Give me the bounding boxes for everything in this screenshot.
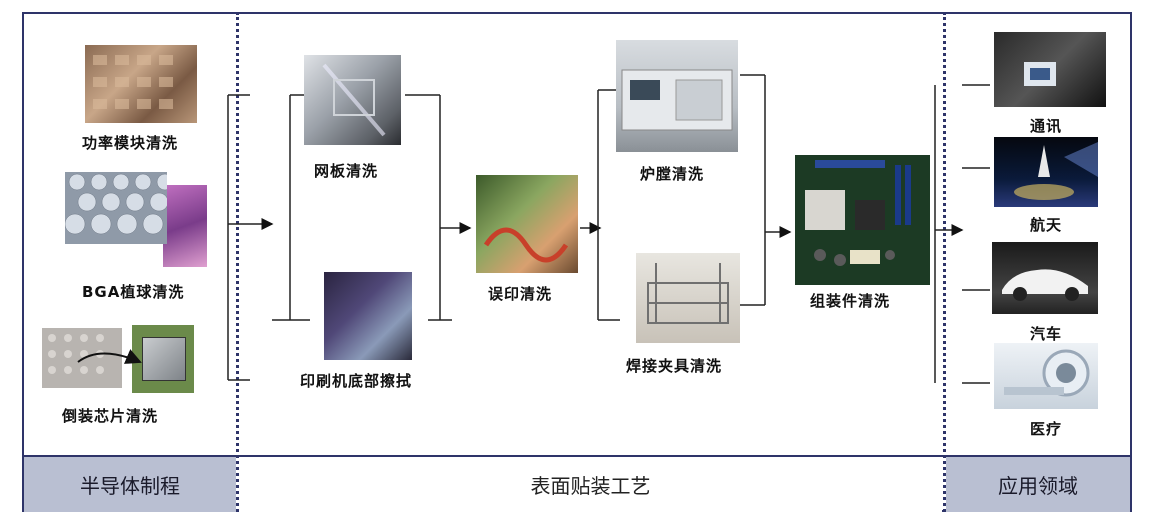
fixture-photo-icon <box>636 253 740 343</box>
separator-right <box>943 12 946 512</box>
footer-applications: 应用领域 <box>946 457 1130 512</box>
flip-chip-photo-icon <box>132 325 194 393</box>
flip-chip-bumps-photo-icon <box>42 328 122 388</box>
separator-left <box>236 12 239 512</box>
communication-label: 通讯 <box>1030 117 1063 135</box>
communication-photo-icon <box>994 32 1106 107</box>
power-module-photo-icon <box>85 45 197 123</box>
automotive-photo-icon <box>992 242 1098 314</box>
power-module-label: 功率模块清洗 <box>82 134 179 152</box>
footer-divider <box>22 455 1132 457</box>
flip-chip-label: 倒装芯片清洗 <box>62 407 159 425</box>
assembly-label: 组装件清洗 <box>810 292 891 310</box>
bga-ball-photo-icon <box>65 172 167 244</box>
assembly-board-photo-icon <box>795 155 930 285</box>
aerospace-photo-icon <box>994 137 1098 207</box>
aerospace-label: 航天 <box>1030 216 1063 234</box>
footer-smt: 表面贴装工艺 <box>239 457 942 512</box>
stencil-label: 网板清洗 <box>314 162 379 180</box>
medical-photo-icon <box>994 343 1098 409</box>
automotive-label: 汽车 <box>1030 325 1063 343</box>
misprint-label: 误印清洗 <box>488 285 553 303</box>
printer-wipe-label: 印刷机底部擦拭 <box>300 372 413 390</box>
reflow-oven-photo-icon <box>616 40 738 152</box>
fixture-label: 焊接夹具清洗 <box>626 357 723 375</box>
misprint-photo-icon <box>476 175 578 273</box>
bga-label: BGA植球清洗 <box>82 283 185 301</box>
printer-wipe-photo-icon <box>324 272 412 360</box>
footer-semiconductor: 半导体制程 <box>24 457 236 512</box>
bga-wafer-photo-icon <box>163 185 207 267</box>
stencil-photo-icon <box>304 55 401 145</box>
medical-label: 医疗 <box>1030 420 1063 438</box>
reflow-label: 炉膛清洗 <box>640 165 705 183</box>
